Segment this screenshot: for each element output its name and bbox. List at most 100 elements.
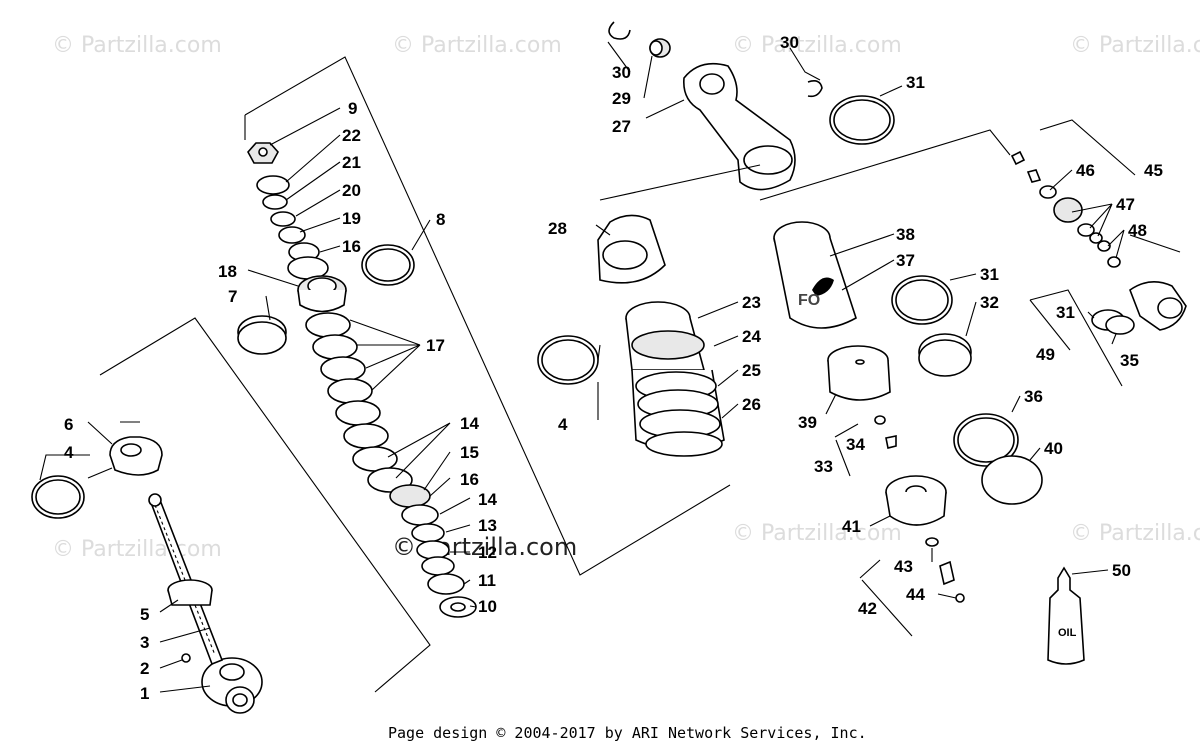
callout-40: 40 bbox=[1044, 439, 1063, 458]
part-oring-4-left-inner bbox=[35, 479, 81, 515]
part-body-cap bbox=[109, 436, 163, 476]
callout-32: 32 bbox=[980, 293, 999, 312]
part-oring-35 bbox=[1105, 315, 1135, 335]
part-wear-band-7 bbox=[237, 315, 287, 355]
callout-49: 49 bbox=[1036, 345, 1055, 364]
piston-shim-stack bbox=[256, 175, 477, 618]
callout-18: 18 bbox=[218, 262, 237, 281]
callout-37: 37 bbox=[896, 251, 915, 270]
part-body-28 bbox=[597, 214, 666, 284]
callout-21: 21 bbox=[342, 153, 361, 172]
callout-34: 34 bbox=[846, 435, 865, 454]
callout-11: 11 bbox=[478, 571, 496, 590]
callout-12: 12 bbox=[478, 543, 497, 562]
part-oring-40 bbox=[981, 455, 1043, 505]
callout-30-left: 30 bbox=[612, 63, 631, 82]
part-oil-bottle-50 bbox=[1047, 566, 1085, 665]
part-clip-30-right bbox=[807, 80, 823, 98]
part-body-23-26 bbox=[625, 301, 725, 457]
watermark-top-edge: © Partzilla.com bbox=[1070, 33, 1200, 58]
callout-22: 22 bbox=[342, 126, 361, 145]
callout-31-mid: 31 bbox=[980, 265, 999, 284]
callout-25: 25 bbox=[742, 361, 761, 380]
watermark-top-left: © Partzilla.com bbox=[52, 33, 222, 58]
callout-14-top: 14 bbox=[460, 414, 479, 433]
callout-17: 17 bbox=[426, 336, 445, 355]
callout-43: 43 bbox=[894, 557, 913, 576]
svg-text:FO: FO bbox=[798, 292, 820, 309]
callout-19: 19 bbox=[342, 209, 361, 228]
watermark-bottom-right: © Partzilla.com bbox=[732, 521, 902, 546]
callout-4-center: 4 bbox=[558, 415, 568, 434]
callout-31-right: 31 bbox=[1056, 303, 1075, 322]
part-oring-4-center-inner bbox=[541, 339, 595, 381]
part-adjuster-45 bbox=[1010, 150, 1187, 331]
part-oring-31-top-inner bbox=[833, 99, 891, 141]
callouts: 1 2 3 5 6 4 7 18 9 22 21 20 19 16 8 17 1… bbox=[64, 33, 1163, 703]
callout-44: 44 bbox=[906, 585, 925, 604]
callout-36: 36 bbox=[1024, 387, 1043, 406]
part-oring-36-inner bbox=[957, 417, 1015, 463]
part-clip-30-left bbox=[608, 21, 631, 40]
callout-50: 50 bbox=[1112, 561, 1131, 580]
part-valve-34 bbox=[874, 415, 897, 449]
part-ball bbox=[181, 653, 191, 663]
callout-38: 38 bbox=[896, 225, 915, 244]
callout-41: 41 bbox=[842, 517, 861, 536]
watermark-top-right: © Partzilla.com bbox=[732, 33, 902, 58]
callout-48: 48 bbox=[1128, 221, 1147, 240]
callout-4-left: 4 bbox=[64, 443, 74, 462]
part-ifp-39 bbox=[827, 345, 891, 401]
part-yoke-27 bbox=[683, 62, 796, 191]
part-oring-31-mid-inner bbox=[895, 279, 949, 321]
callout-1: 1 bbox=[140, 684, 149, 703]
watermark-bottom-edge: © Partzilla.com bbox=[1070, 521, 1200, 546]
part-nut bbox=[247, 142, 279, 164]
oil-label: OIL bbox=[1058, 627, 1077, 639]
callout-9: 9 bbox=[348, 99, 357, 118]
callout-7: 7 bbox=[228, 287, 237, 306]
part-bushing-29 bbox=[649, 38, 671, 58]
callout-28: 28 bbox=[548, 219, 567, 238]
callout-16-bottom: 16 bbox=[460, 470, 479, 489]
part-oring-8-inner bbox=[365, 248, 411, 282]
callout-13: 13 bbox=[478, 516, 497, 535]
watermark-bottom-left: © Partzilla.com bbox=[52, 537, 222, 562]
callout-33: 33 bbox=[814, 457, 833, 476]
footer-copyright: Page design © 2004-2017 by ARI Network S… bbox=[388, 724, 867, 742]
callout-10: 10 bbox=[478, 597, 497, 616]
callout-8: 8 bbox=[436, 210, 445, 229]
group-brackets bbox=[120, 119, 1181, 637]
callout-15: 15 bbox=[460, 443, 479, 462]
part-eyelet bbox=[201, 657, 263, 714]
leader-lines bbox=[39, 41, 1125, 693]
part-reservoir-38: FO bbox=[773, 221, 857, 329]
part-bumper bbox=[167, 579, 213, 606]
callout-24: 24 bbox=[742, 327, 761, 346]
callout-6: 6 bbox=[64, 415, 73, 434]
part-shaft bbox=[148, 493, 224, 666]
callout-31-top: 31 bbox=[906, 73, 925, 92]
callout-20: 20 bbox=[342, 181, 361, 200]
callout-29: 29 bbox=[612, 89, 631, 108]
callout-3: 3 bbox=[140, 633, 149, 652]
part-end-cap-41 bbox=[885, 475, 947, 526]
left-bracket-lines bbox=[99, 56, 731, 693]
callout-2: 2 bbox=[140, 659, 149, 678]
part-valve-42 bbox=[925, 537, 965, 603]
callout-16-top: 16 bbox=[342, 237, 361, 256]
callout-14-bottom: 14 bbox=[478, 490, 497, 509]
callout-47: 47 bbox=[1116, 195, 1135, 214]
callout-46: 46 bbox=[1076, 161, 1095, 180]
callout-35: 35 bbox=[1120, 351, 1139, 370]
callout-26: 26 bbox=[742, 395, 761, 414]
callout-42: 42 bbox=[858, 599, 877, 618]
callout-45: 45 bbox=[1144, 161, 1163, 180]
part-band-32 bbox=[918, 333, 972, 377]
callout-5: 5 bbox=[140, 605, 149, 624]
callout-30-right: 30 bbox=[780, 33, 799, 52]
callout-27: 27 bbox=[612, 117, 631, 136]
callout-23: 23 bbox=[742, 293, 761, 312]
callout-39: 39 bbox=[798, 413, 817, 432]
